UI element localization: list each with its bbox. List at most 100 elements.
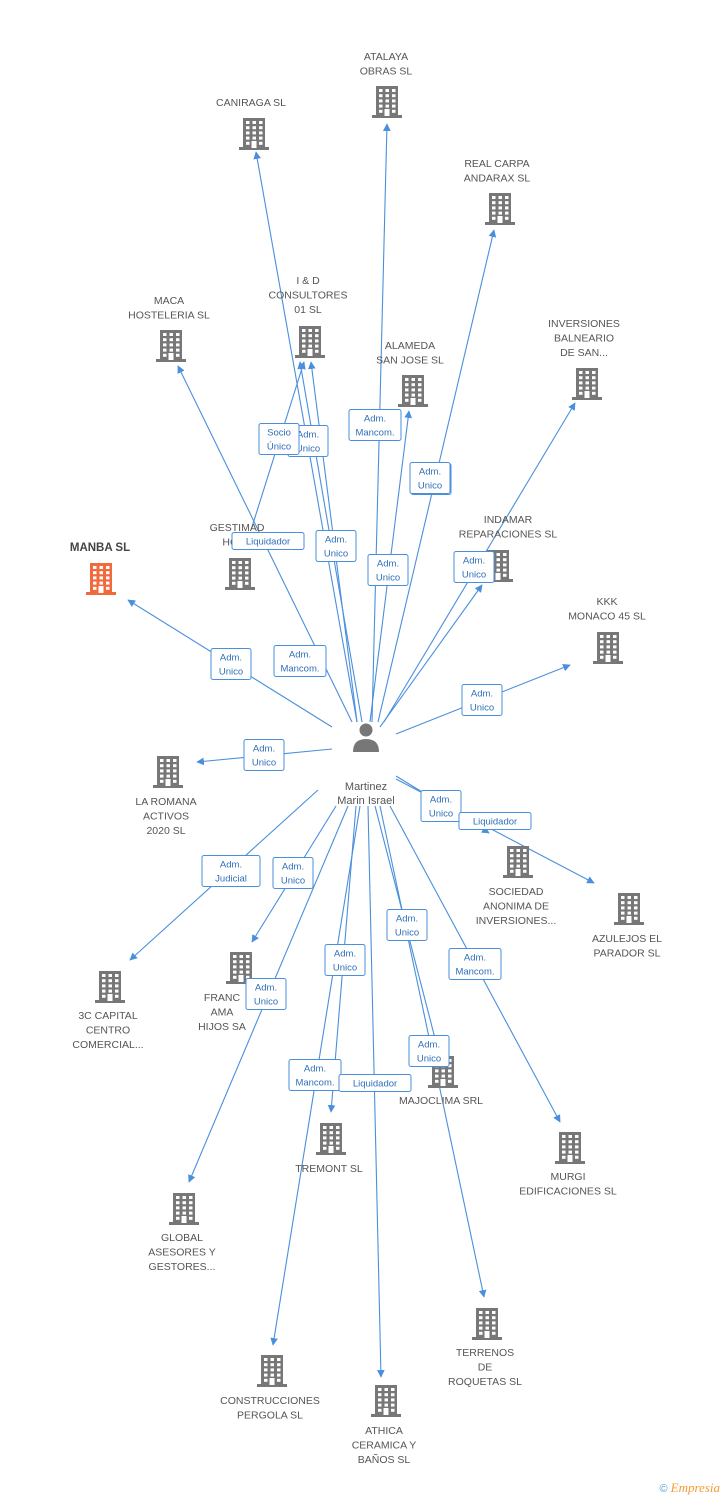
relation-label[interactable]: Adm.Unico <box>243 739 285 771</box>
company-node-tremont[interactable]: TREMONT SL <box>295 1123 363 1175</box>
person-icon <box>353 723 379 752</box>
company-label-line: ROQUETAS SL <box>448 1376 522 1388</box>
relation-label[interactable]: Adm.Unico <box>453 551 495 583</box>
company-label-line: AMA <box>211 1007 234 1019</box>
building-icon <box>95 971 125 1003</box>
company-label-line: TERRENOS <box>456 1347 514 1359</box>
relation-label[interactable]: Adm.Unico <box>386 909 428 941</box>
relation-label[interactable]: Liquidador <box>458 812 532 830</box>
relation-label[interactable]: Adm. Mancom. <box>348 409 402 441</box>
relation-label[interactable]: Adm.Mancom. <box>273 645 327 677</box>
relation-label[interactable]: Adm.Unico <box>324 944 366 976</box>
company-label-line: 01 SL <box>294 304 322 316</box>
company-label-line: ALAMEDA <box>385 340 435 352</box>
relation-label-text: Liquidador <box>246 537 290 548</box>
relation-label[interactable]: Adm.Unico <box>210 648 252 680</box>
relation-label-text: Adm. <box>396 914 418 925</box>
relation-label[interactable]: Adm.Mancom. <box>288 1059 342 1091</box>
relation-label[interactable]: Liquidador <box>231 532 305 550</box>
relation-edge-indamar <box>379 584 483 728</box>
relation-label[interactable]: Adm.Unico <box>367 554 409 586</box>
company-node-caniraga[interactable]: CANIRAGA SL <box>216 97 286 150</box>
relation-label[interactable]: Adm.Unico <box>245 978 287 1010</box>
building-icon <box>226 952 256 984</box>
company-label-line: ANDARAX SL <box>464 173 531 185</box>
relation-label[interactable]: Adm.Unico <box>461 684 503 716</box>
brand-logo[interactable]: Empresia <box>670 1480 720 1495</box>
company-label-line: MONACO 45 SL <box>568 611 646 623</box>
company-label-line: HOSTELERIA SL <box>128 310 210 322</box>
relation-label[interactable]: Adm.Unico <box>315 530 357 562</box>
company-label-line: GLOBAL <box>161 1232 203 1244</box>
company-label-line: CERAMICA Y <box>352 1440 417 1452</box>
building-icon <box>169 1193 199 1225</box>
relation-label[interactable]: Adm. Unico <box>409 462 451 494</box>
relation-label-text: Adm. <box>289 650 311 661</box>
building-icon <box>239 118 269 150</box>
company-node-3c[interactable]: 3C CAPITALCENTROCOMERCIAL... <box>72 971 144 1051</box>
person-name-line: Marin Israel <box>337 795 394 807</box>
relation-label[interactable]: Adm.Unico <box>272 857 314 889</box>
building-icon <box>485 193 515 225</box>
relation-label-text: Adm. <box>463 556 485 567</box>
relation-label-text: Adm. <box>364 414 386 425</box>
building-icon <box>257 1355 287 1387</box>
company-node-manba[interactable]: MANBA SL <box>70 542 130 595</box>
company-label-line: KKK <box>596 596 617 608</box>
building-icon <box>398 375 428 407</box>
company-label-line: SOCIEDAD <box>489 886 544 898</box>
relation-label-text: Adm. <box>418 1040 440 1051</box>
building-icon <box>572 368 602 400</box>
company-label-line: BAÑOS SL <box>358 1453 411 1466</box>
relation-label-text: Adm. <box>220 860 242 871</box>
relation-label[interactable]: Adm.Mancom. <box>448 948 502 980</box>
relation-label-text: Adm. <box>282 862 304 873</box>
relation-label[interactable]: Adm.Judicial <box>201 855 261 887</box>
relation-label-text: Mancom. <box>355 428 394 439</box>
relation-label-text: Unico <box>470 703 494 714</box>
relation-label-text: Adm. <box>419 467 441 478</box>
building-icon <box>225 558 255 590</box>
company-label-line: ATHICA <box>365 1425 403 1437</box>
company-label-line: CONSULTORES <box>269 290 348 302</box>
company-label-line: MANBA SL <box>70 542 130 554</box>
relation-label-text: Mancom. <box>295 1078 334 1089</box>
relation-label-text: Unico <box>219 667 243 678</box>
company-label-line: TREMONT SL <box>295 1163 363 1175</box>
relation-label[interactable]: Adm.Unico <box>408 1035 450 1067</box>
company-label-line: MURGI <box>551 1171 586 1183</box>
relation-label-text: Unico <box>418 481 442 492</box>
footer: © Empresia <box>659 1480 720 1496</box>
relation-label[interactable]: Adm.Unico <box>420 790 462 822</box>
company-node-kkk[interactable]: KKK MONACO 45 SL <box>568 596 646 664</box>
relation-label-text: Unico <box>429 809 453 820</box>
relation-label-text: Adm. <box>325 535 347 546</box>
relation-label-text: Adm. <box>334 949 356 960</box>
building-icon <box>472 1308 502 1340</box>
relation-label-text: Adm. <box>377 559 399 570</box>
relation-label[interactable]: Liquidador <box>338 1074 412 1092</box>
company-label-line: OBRAS SL <box>360 66 413 78</box>
building-icon <box>156 330 186 362</box>
relation-label-text: Unico <box>296 444 320 455</box>
building-icon <box>555 1132 585 1164</box>
